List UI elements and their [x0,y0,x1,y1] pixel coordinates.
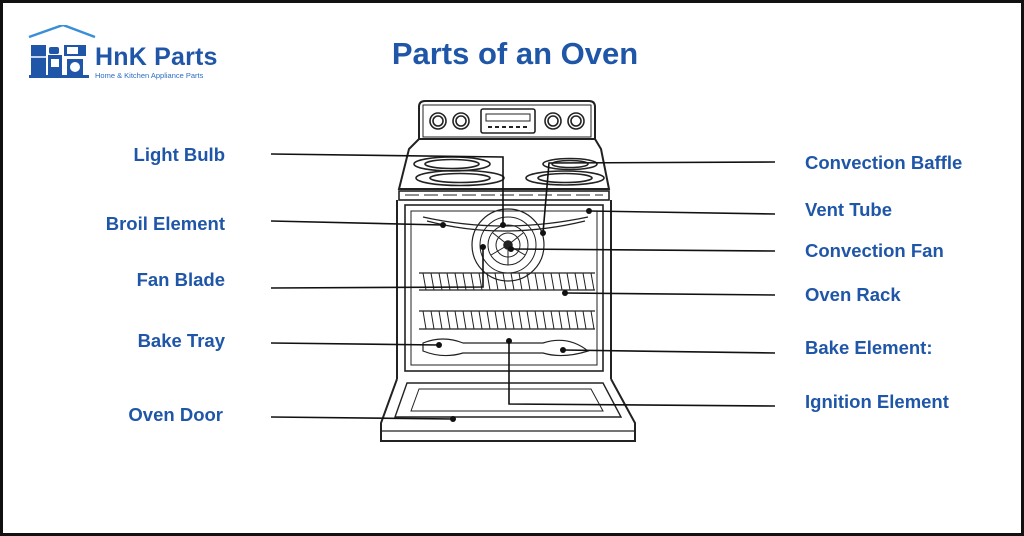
leader-fan-blade [270,247,484,289]
logo-wordmark: HnK Parts [95,43,218,71]
leader-convection-baffle [542,161,776,234]
label-bake-tray: Bake Tray [137,330,225,351]
leader-oven-door [270,416,454,420]
label-vent-tube: Vent Tube [805,199,893,220]
upper-rack [419,272,595,291]
label-convection-fan: Convection Fan [805,240,944,261]
label-light-bulb: Light Bulb [133,144,225,165]
control-knobs [429,112,585,130]
label-bake-element: Bake Element: [805,337,933,358]
convection-fan [471,208,545,282]
oven-drawing [380,100,636,442]
hnk-parts-logo [27,23,247,85]
cooktop-burners [413,156,605,187]
leader-light-bulb [270,153,504,225]
label-oven-door: Oven Door [128,404,223,425]
lower-rack [419,310,595,330]
label-broil-element: Broil Element [105,213,225,234]
leader-bake-tray [270,342,440,346]
rack-bars [422,272,595,330]
label-convection-baffle: Convection Baffle [805,152,963,173]
label-ignition-element: Ignition Element [805,391,949,412]
logo-tagline: Home & Kitchen Appliance Parts [95,71,204,80]
leader-ignition-element [508,341,776,407]
leader-lines [270,153,776,420]
page-title: Parts of an Oven [3,36,1024,72]
leader-vent-tube [588,210,776,215]
oven-diagram [270,100,776,442]
appliance-house-icon [28,23,96,78]
label-fan-blade: Fan Blade [136,269,225,290]
leader-oven-rack [564,292,776,296]
leader-broil-element [270,220,444,226]
leader-bake-element [562,349,776,354]
leader-dots [436,208,592,422]
page-title-text: Parts of an Oven [391,36,639,71]
display-panel [480,108,536,134]
leader-convection-fan [510,248,776,252]
label-oven-rack: Oven Rack [805,284,901,305]
